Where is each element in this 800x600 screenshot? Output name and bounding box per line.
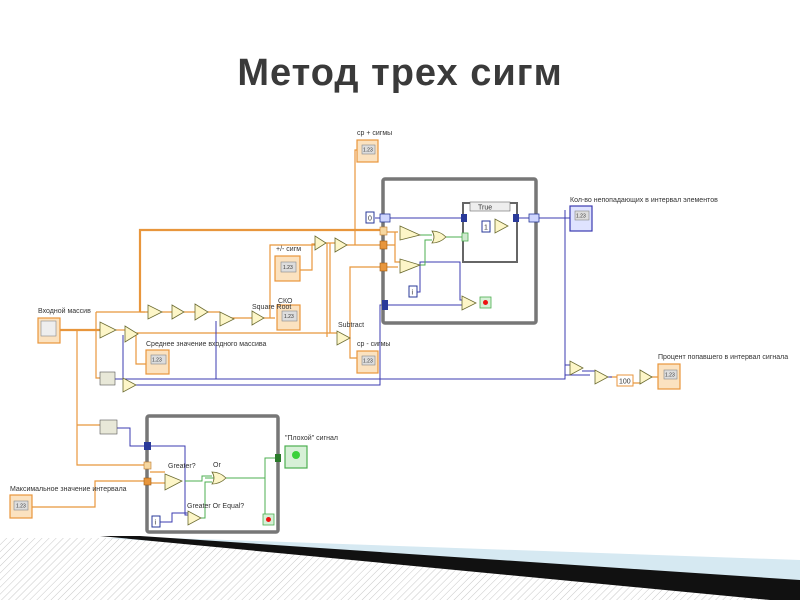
sum-squares-node <box>194 303 209 321</box>
numeric-wires <box>30 149 660 508</box>
constant-zero: 0 <box>368 216 372 223</box>
array-size-node <box>99 371 116 386</box>
control-max-interval[interactable]: 1.23 Максимальное значение интервала <box>9 486 127 519</box>
subtract-node <box>147 304 163 320</box>
indicator-bad-signal-led: "Плохой" сигнал <box>284 434 338 469</box>
indicator-mean-minus-sigma: 1.23 ср - сигмы <box>356 341 390 374</box>
greater-node <box>399 225 422 241</box>
indicator-mean-plus-sigma: 1.23 ср + сигмы <box>356 130 392 163</box>
slide-title: Метод трех сигм <box>237 52 563 94</box>
indicator-sko: 1.23 СКО Square Root <box>252 298 301 331</box>
greater-or-equal-node <box>187 510 202 526</box>
bad-signal-label: "Плохой" сигнал <box>285 434 338 442</box>
decorative-footer <box>0 536 800 600</box>
control-input-array[interactable]: Входной массив <box>37 307 91 344</box>
indicator-count-outside: 1.23 Кол-во непопадающих в интервал элем… <box>569 197 718 232</box>
divide-node-2 <box>219 311 235 327</box>
shift-register-left <box>379 213 391 223</box>
multiply-100-node <box>639 369 653 385</box>
divide-node <box>124 325 139 343</box>
subtract-count-node <box>569 360 584 376</box>
for-loop-frame <box>381 177 538 325</box>
mean-plus-sigma-label: ср + сигмы <box>357 130 392 137</box>
iteration-terminal: i <box>412 290 414 297</box>
max-interval-label: Максимальное значение интервала <box>10 486 127 493</box>
indicator-percent-inside: 1.23 Процент попавшего в интервал сигнал… <box>657 354 788 390</box>
mean-label: Среднее значение входного массива <box>146 341 267 348</box>
subtract-sigma-node <box>336 330 351 346</box>
less-node <box>399 258 422 274</box>
sum-node <box>99 321 117 339</box>
case-selector[interactable] <box>469 201 511 212</box>
square-root-node <box>251 310 265 326</box>
mean-plus-sigma-value: 1.23 <box>363 148 373 154</box>
plus-minus-sigma-value: 1.23 <box>283 265 293 271</box>
increment-node <box>494 218 509 234</box>
add-node <box>334 237 348 253</box>
or-label: Or <box>213 462 221 469</box>
or-node <box>431 230 447 244</box>
constants: 0 1 i i 100 <box>151 211 634 528</box>
sko-value: 1.23 <box>284 314 294 320</box>
mean-minus-sigma-value: 1.23 <box>363 359 373 365</box>
greater-or-equal-label: Greater Or Equal? <box>187 503 244 510</box>
control-plus-minus-sigma[interactable]: 1.23 +/- сигм <box>274 246 301 282</box>
count-outside-value: 1.23 <box>576 214 586 220</box>
ge-node <box>461 295 477 311</box>
function-nodes <box>99 218 653 526</box>
constant-hundred: 100 <box>619 379 631 386</box>
boolean-wires <box>185 234 465 521</box>
multiply-node <box>314 235 327 251</box>
array-max-min-node <box>99 419 118 435</box>
square-root-label: Square Root <box>252 304 291 311</box>
greater-label: Greater? <box>168 463 196 470</box>
percent-inside-label: Процент попавшего в интервал сигнала <box>658 354 788 361</box>
max-interval-value: 1.23 <box>16 504 26 510</box>
sko-label: СКО <box>278 298 293 305</box>
stop-dot-icon-2 <box>266 517 271 522</box>
count-outside-label: Кол-во непопадающих в интервал элементов <box>570 197 718 204</box>
stop-dot-icon <box>483 300 488 305</box>
indicator-mean: 1.23 Среднее значение входного массива <box>145 341 267 375</box>
case-selector-label: True <box>478 205 492 212</box>
greater-node-2 <box>164 473 183 491</box>
constant-one: 1 <box>484 225 488 232</box>
decrement-node <box>122 377 137 393</box>
percent-inside-value: 1.23 <box>665 373 675 379</box>
tunnels <box>379 213 540 272</box>
subtract-label: Subtract <box>338 322 364 329</box>
divide-percent-node <box>594 369 609 385</box>
while-loop-frame <box>143 414 281 534</box>
square-node <box>171 304 185 320</box>
input-array-label: Входной массив <box>38 307 91 315</box>
iteration-terminal-2: i <box>155 520 157 527</box>
mean-minus-sigma-label: ср - сигмы <box>357 341 390 348</box>
indicator-mean-value: 1.23 <box>152 358 162 364</box>
plus-minus-sigma-label: +/- сигм <box>276 246 301 253</box>
shift-register-right <box>528 213 540 223</box>
or-node-2 <box>211 471 227 485</box>
led-icon <box>292 451 300 459</box>
